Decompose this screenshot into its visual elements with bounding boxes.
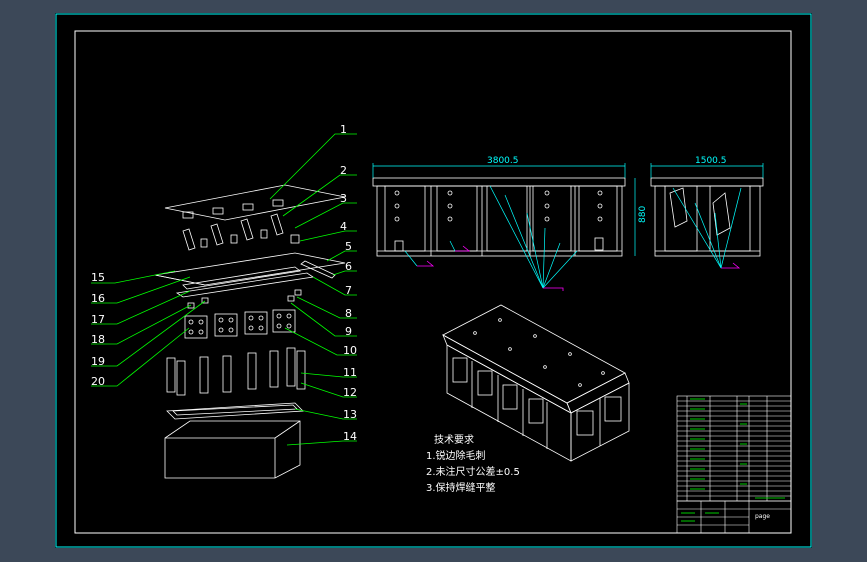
parts-list (676, 395, 792, 502)
side-view (650, 177, 764, 257)
part-label-13: 13 (343, 408, 357, 421)
part-number-labels: 1 2 3 4 5 6 7 8 9 10 11 12 13 14 15 16 1… (91, 123, 357, 443)
tech-requirement-3: 3.保持焊缝平整 (426, 483, 496, 494)
leader-lines-right (269, 133, 357, 446)
part-label-18: 18 (91, 333, 105, 346)
part-label-11: 11 (343, 366, 357, 379)
inner-border (74, 30, 792, 534)
part-label-15: 15 (91, 271, 105, 284)
parts-list-entries (690, 398, 747, 490)
side-view-dimension (650, 163, 764, 269)
part-label-3: 3 (340, 192, 347, 205)
part-label-12: 12 (343, 386, 357, 399)
part-label-8: 8 (345, 307, 352, 320)
front-width-dimension: 3800.5 (487, 156, 519, 166)
front-view (372, 177, 626, 257)
part-label-19: 19 (91, 355, 105, 368)
sheet-label: page (755, 513, 770, 520)
part-label-9: 9 (345, 325, 352, 338)
part-label-7: 7 (345, 284, 352, 297)
part-label-20: 20 (91, 375, 105, 388)
isometric-view (442, 304, 630, 462)
part-label-6: 6 (345, 260, 352, 273)
front-height-dimension: 880 (638, 206, 648, 223)
front-view-dimension (372, 163, 636, 256)
weld-marks (417, 245, 741, 291)
drawing-canvas: 1 2 3 4 5 6 7 8 9 10 11 12 13 14 15 16 1… (55, 13, 812, 548)
tech-requirement-1: 1.锐边除毛刺 (426, 451, 486, 462)
part-label-5: 5 (345, 240, 352, 253)
leader-lines-left (91, 270, 206, 387)
part-label-14: 14 (343, 430, 357, 443)
part-label-1: 1 (340, 123, 347, 136)
title-block-entries (681, 497, 785, 522)
outer-border (55, 13, 812, 548)
tech-requirements-title: 技术要求 (434, 435, 474, 446)
part-label-4: 4 (340, 220, 347, 233)
exploded-view (154, 184, 346, 479)
side-width-dimension: 1500.5 (695, 156, 727, 166)
front-weld-leaders (404, 185, 578, 289)
part-label-16: 16 (91, 292, 105, 305)
part-label-17: 17 (91, 313, 105, 326)
part-label-10: 10 (343, 344, 357, 357)
tech-requirement-2: 2.未注尺寸公差±0.5 (426, 467, 520, 478)
title-block (676, 500, 792, 534)
drawing-sheet: 1 2 3 4 5 6 7 8 9 10 11 12 13 14 15 16 1… (55, 13, 812, 548)
part-label-2: 2 (340, 164, 347, 177)
technical-requirements: 技术要求 1.锐边除毛刺 2.未注尺寸公差±0.5 3.保持焊缝平整 (426, 433, 520, 497)
